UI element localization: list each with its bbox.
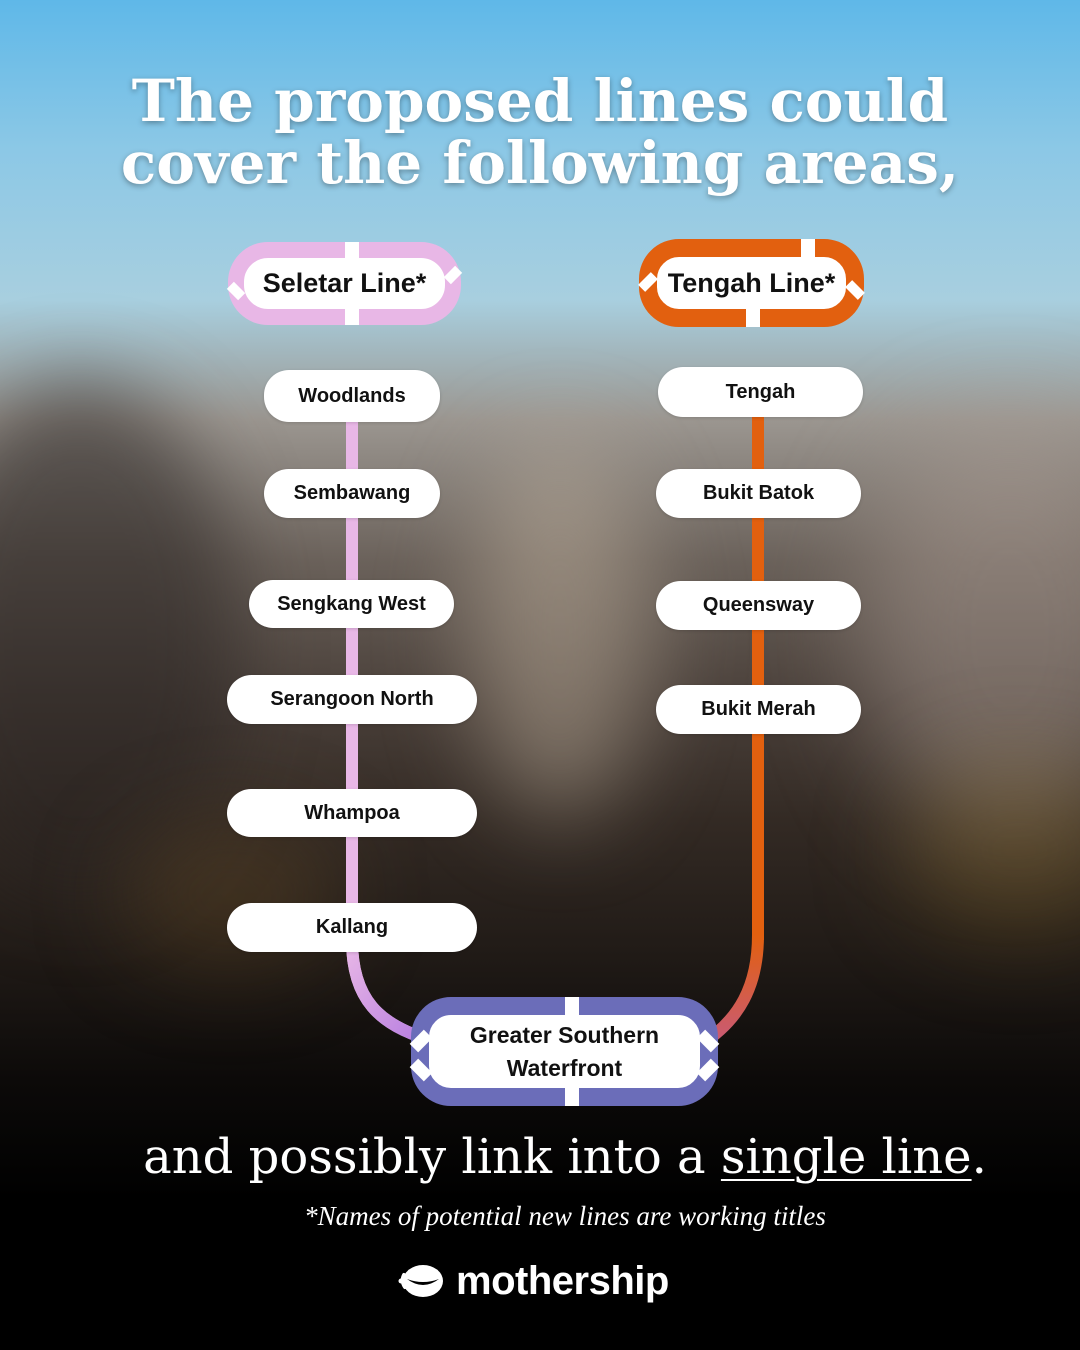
headline-line-1: The proposed lines could bbox=[131, 67, 949, 135]
station-tengah: Tengah bbox=[658, 367, 863, 417]
label-notch bbox=[845, 280, 865, 300]
station-woodlands: Woodlands bbox=[264, 370, 440, 422]
label-notch bbox=[638, 272, 658, 292]
hub-name-line-2: Waterfront bbox=[506, 1054, 623, 1081]
tagline-underlined: single line bbox=[720, 1129, 972, 1185]
label-notch bbox=[565, 1088, 579, 1106]
tagline-prefix: and possibly link into a bbox=[143, 1129, 721, 1185]
headline-line-2: cover the following areas, bbox=[120, 129, 960, 197]
label-notch bbox=[565, 997, 579, 1015]
footnote: *Names of potential new lines are workin… bbox=[304, 1201, 826, 1231]
station-label: Kallang bbox=[315, 916, 389, 938]
label-notch bbox=[801, 239, 815, 257]
station-queensway: Queensway bbox=[656, 581, 861, 630]
headline: The proposed lines could cover the follo… bbox=[40, 70, 1040, 194]
station-label: Queensway bbox=[702, 594, 815, 616]
label-notch bbox=[409, 1029, 433, 1053]
station-label: Serangoon North bbox=[270, 688, 434, 710]
label-notch bbox=[226, 281, 246, 301]
brand-logo: mothership bbox=[398, 1255, 688, 1307]
background-blur bbox=[470, 440, 650, 820]
hub-name-line-1: Greater Southern bbox=[469, 1021, 660, 1048]
brand-name: mothership bbox=[456, 1258, 669, 1303]
tengah-line-name: Tengah Line* bbox=[667, 267, 836, 298]
station-label: Bukit Merah bbox=[701, 698, 816, 720]
greater-southern-waterfront-hub: Greater Southern Waterfront bbox=[409, 997, 720, 1106]
station-sengkang-west: Sengkang West bbox=[249, 580, 454, 628]
label-notch bbox=[696, 1029, 720, 1053]
station-bukit-merah: Bukit Merah bbox=[656, 685, 861, 734]
tagline-suffix: . bbox=[971, 1129, 987, 1185]
label-notch bbox=[696, 1058, 720, 1082]
background-blur bbox=[900, 760, 1080, 940]
station-label: Tengah bbox=[725, 380, 796, 403]
label-notch bbox=[345, 242, 359, 258]
tengah-line-label: Tengah Line* bbox=[638, 239, 865, 327]
label-notch bbox=[409, 1058, 433, 1082]
hub-name: Greater Southern Waterfront bbox=[470, 1019, 659, 1085]
station-sembawang: Sembawang bbox=[264, 469, 440, 518]
station-label: Whampoa bbox=[304, 801, 400, 824]
label-notch bbox=[345, 309, 359, 325]
seletar-line-label: Seletar Line* bbox=[226, 242, 463, 325]
seletar-line-name: Seletar Line* bbox=[262, 268, 427, 298]
tagline: and possibly link into a single line. bbox=[40, 1122, 1080, 1192]
station-label: Sengkang West bbox=[277, 592, 426, 615]
station-serangoon-north: Serangoon North bbox=[227, 675, 477, 724]
label-notch bbox=[746, 309, 760, 327]
station-whampoa: Whampoa bbox=[227, 789, 477, 837]
station-label: Bukit Batok bbox=[702, 482, 815, 504]
station-kallang: Kallang bbox=[227, 903, 477, 952]
station-label: Sembawang bbox=[293, 482, 411, 504]
mothership-logo-icon bbox=[398, 1265, 443, 1297]
station-label: Woodlands bbox=[298, 384, 406, 407]
station-bukit-batok: Bukit Batok bbox=[656, 469, 861, 518]
